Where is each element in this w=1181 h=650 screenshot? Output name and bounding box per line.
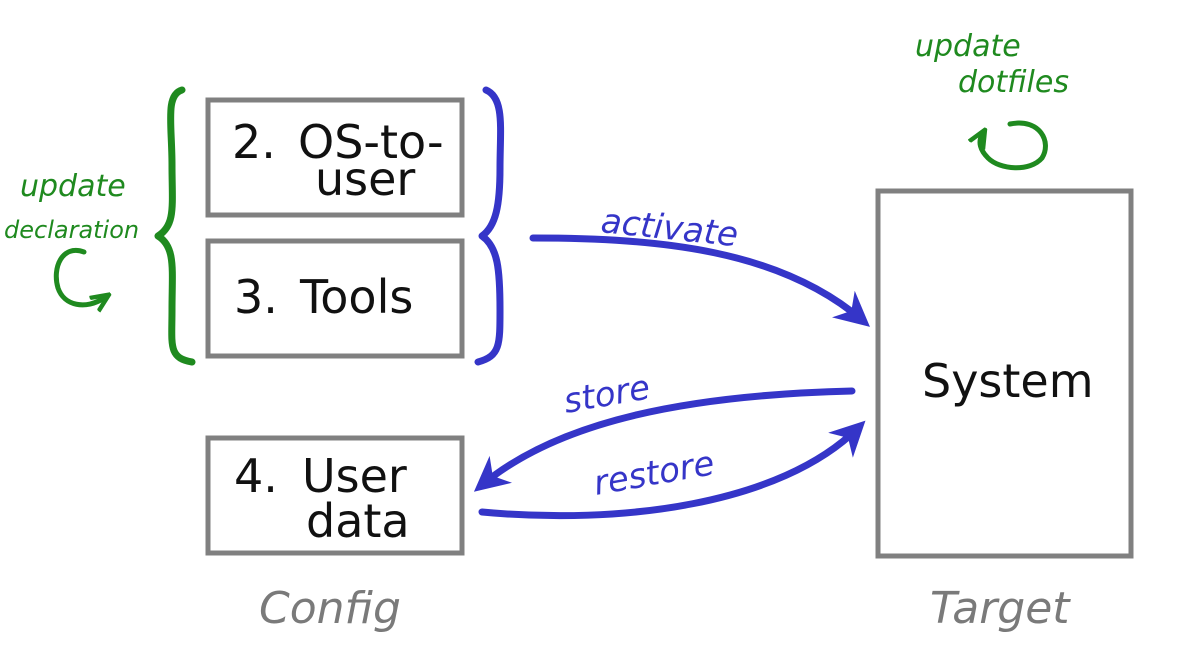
update-dotfiles-line1: update <box>915 29 1021 64</box>
box-user-data-line2: data <box>306 494 410 548</box>
box-tools-line1: Tools <box>299 270 413 324</box>
activate-arrow <box>529 234 870 327</box>
update-dotfiles-line2: dotfiles <box>958 65 1069 100</box>
box-user-data-number: 4. <box>234 449 278 503</box>
box-system-label: System <box>922 354 1094 408</box>
caption-target: Target <box>930 583 1071 634</box>
box-os-to-user-number: 2. <box>232 115 276 169</box>
box-os-to-user: 2. OS-to- user <box>205 97 465 218</box>
box-system: System <box>875 188 1134 559</box>
box-os-to-user-line2: user <box>315 152 415 206</box>
caption-config: Config <box>259 583 401 634</box>
green-brace <box>154 86 196 366</box>
box-tools: 3. Tools <box>205 238 465 359</box>
update-declaration-line2: declaration <box>4 216 139 244</box>
update-dotfiles-cycle-icon <box>980 120 1048 171</box>
blue-brace <box>474 86 505 366</box>
update-declaration-line1: update <box>20 169 126 204</box>
restore-label: restore <box>591 443 718 504</box>
activate-label: activate <box>599 201 740 255</box>
store-arrow <box>473 387 856 492</box>
update-declaration-cycle-icon <box>53 247 104 304</box>
box-user-data-line1: User <box>302 449 407 503</box>
restore-arrow <box>478 420 866 520</box>
box-os-to-user-line1: OS-to- <box>298 115 444 169</box>
box-user-data: 4. User data <box>205 435 465 556</box>
box-tools-number: 3. <box>234 270 278 324</box>
